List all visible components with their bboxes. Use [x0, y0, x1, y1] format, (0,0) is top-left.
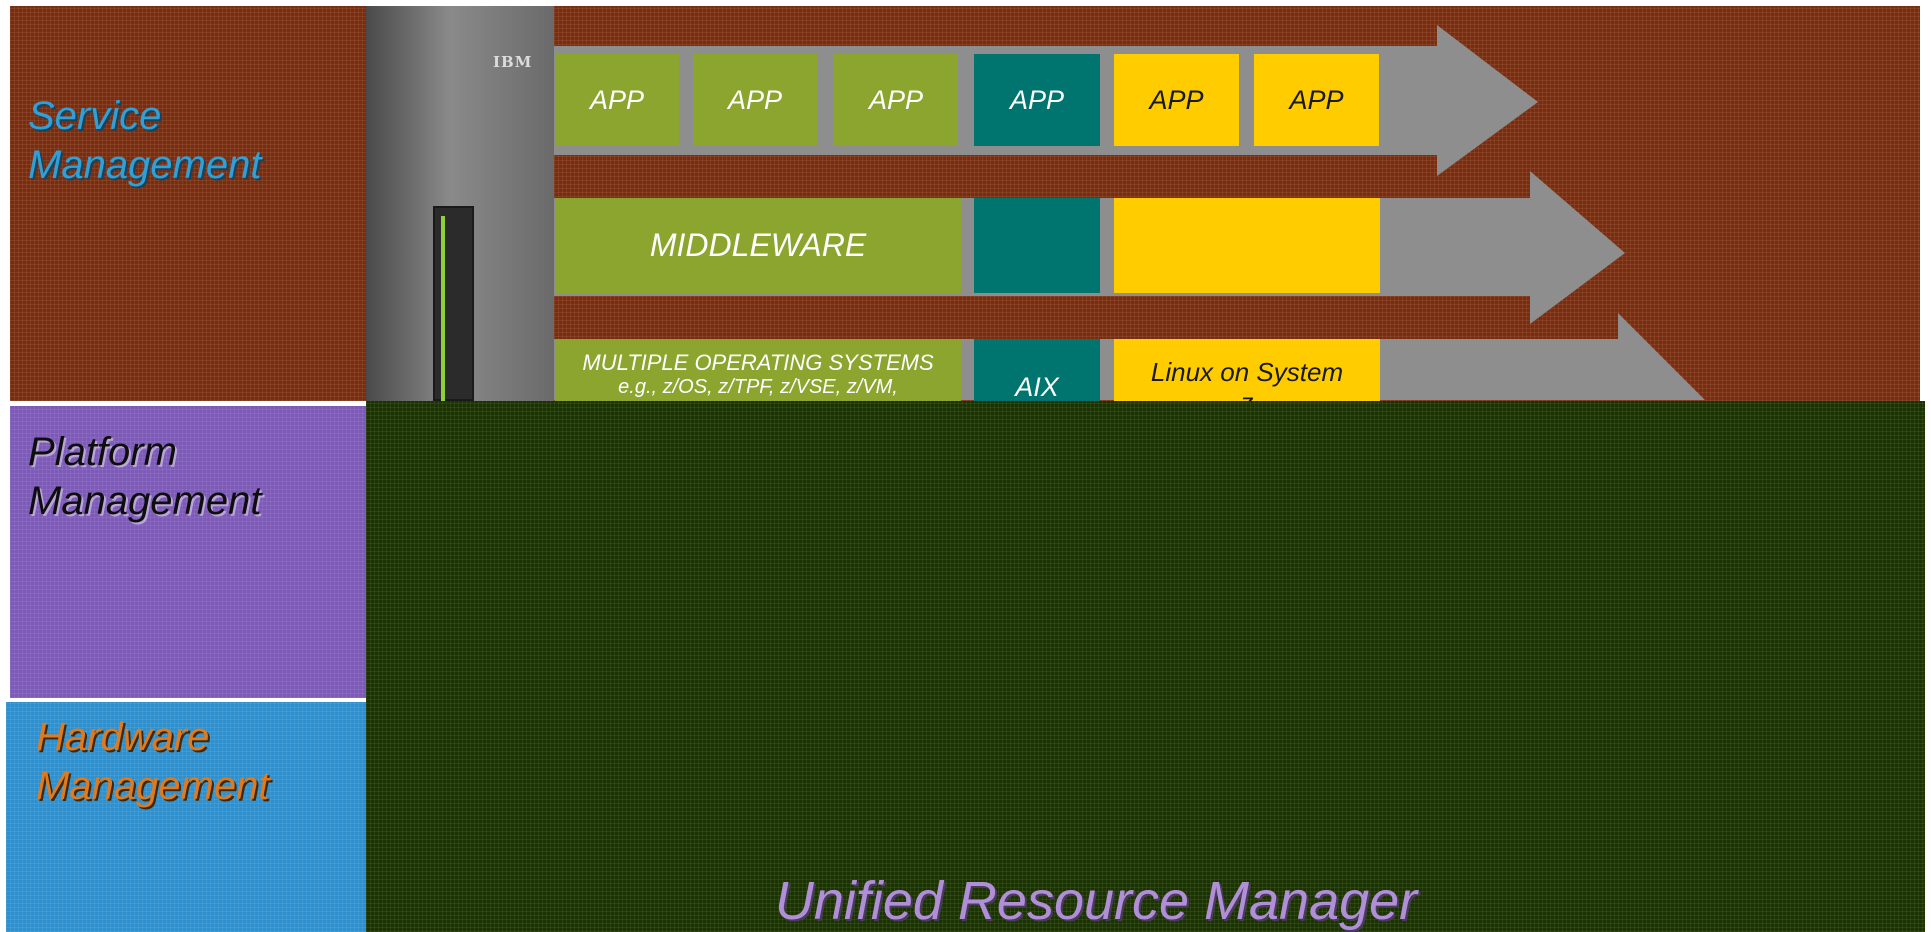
hardware-label-line1: Hardware	[36, 715, 210, 759]
hardware-management-band	[6, 702, 366, 932]
app-label-5: APP	[1149, 84, 1204, 115]
middleware-teal-box	[974, 198, 1100, 293]
hardware-management-label: Hardware Management	[36, 713, 269, 811]
app-label-2: APP	[727, 84, 783, 115]
server-status-light	[441, 216, 445, 406]
multiple-os-line1: MULTIPLE OPERATING SYSTEMS	[582, 350, 934, 375]
hardware-label-line2: Management	[36, 764, 270, 808]
linux-box: Linux on System z	[1114, 339, 1380, 401]
app-box-5: APP	[1114, 54, 1239, 146]
ibm-logo: IBM	[493, 53, 533, 71]
linux-line1: Linux on System	[1150, 357, 1344, 387]
platform-management-band	[10, 406, 366, 698]
app-label-1: APP	[589, 84, 645, 115]
app-box-2: APP	[693, 54, 817, 146]
app-box-4: APP	[974, 54, 1100, 146]
middleware-box: MIDDLEWARE	[555, 198, 961, 293]
middleware-label: MIDDLEWARE	[649, 227, 867, 263]
service-management-label: Service Management	[28, 92, 261, 190]
service-management-band	[10, 6, 366, 401]
aix-box: AIX	[974, 339, 1100, 401]
middleware-yellow-box	[1114, 198, 1380, 293]
platform-label-line2: Management	[28, 479, 262, 523]
app-box-1: APP	[555, 54, 679, 146]
platform-management-label: Platform Management	[28, 428, 261, 526]
service-label-line2: Management	[28, 143, 262, 187]
app-label-3: APP	[868, 84, 924, 115]
multiple-os-box: MULTIPLE OPERATING SYSTEMS e.g., z/OS, z…	[555, 339, 961, 401]
linux-line2: z	[1114, 387, 1380, 401]
aix-label: AIX	[1015, 372, 1059, 401]
unified-resource-manager-title: Unified Resource Manager	[774, 871, 1418, 931]
server-door-panel	[433, 206, 474, 406]
app-label-4: APP	[1009, 84, 1065, 115]
unified-resource-manager-panel	[366, 401, 1925, 932]
mainframe-server-icon: IBM	[366, 6, 554, 406]
multiple-os-line2: e.g., z/OS, z/TPF, z/VSE, z/VM,	[618, 376, 898, 398]
platform-label-line1: Platform	[28, 430, 177, 474]
app-box-6: APP	[1254, 54, 1379, 146]
app-label-6: APP	[1289, 84, 1344, 115]
app-box-3: APP	[834, 54, 958, 146]
service-label-line1: Service	[28, 94, 162, 138]
